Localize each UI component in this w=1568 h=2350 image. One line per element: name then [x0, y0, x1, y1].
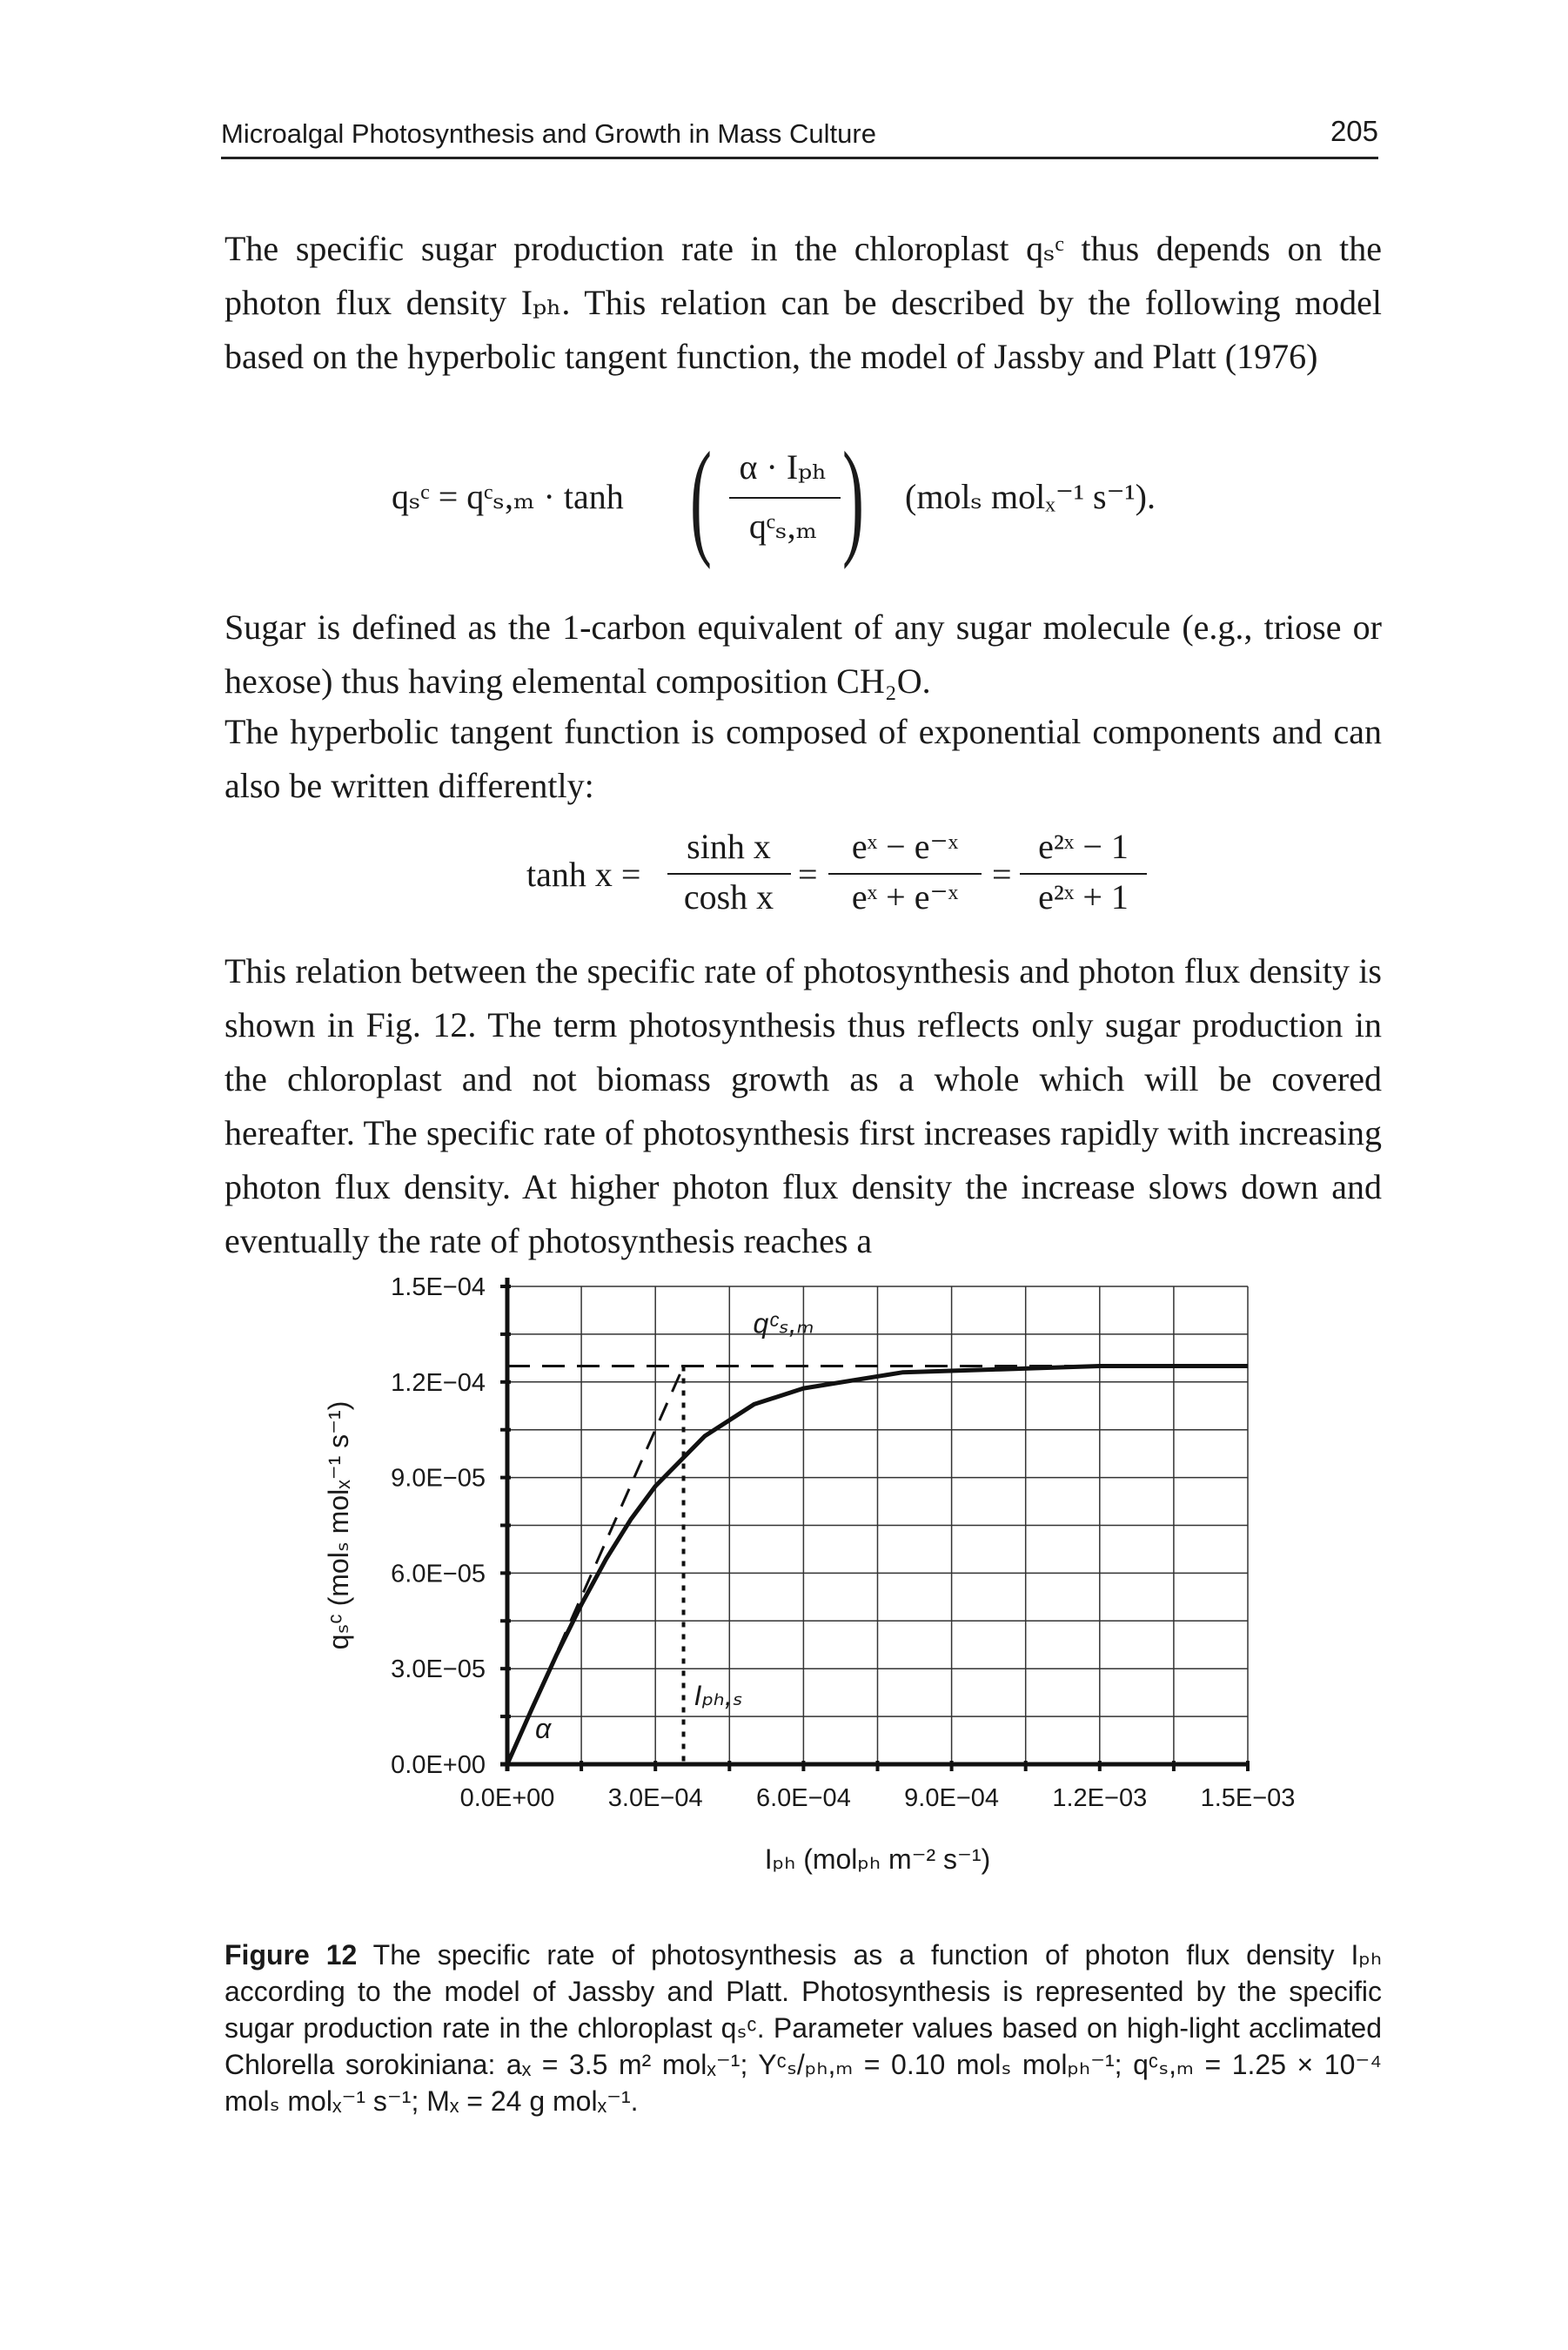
figure-12-chart: 0.0E+00 3.0E−04 6.0E−04 9.0E−04 1.2E−03 1.5E−… [323, 1273, 1295, 1875]
running-header: Microalgal Photosynthesis and Growth in … [221, 111, 1378, 159]
alpha-annotation: α [535, 1713, 552, 1744]
x-axis-title: Iₚₕ (molₚₕ m⁻² s⁻¹) [765, 1843, 990, 1875]
chart-grid [500, 1278, 1250, 1771]
y-tick-label: 6.0E−05 [391, 1560, 486, 1588]
paragraph-3: The hyperbolic tangent function is compo… [224, 712, 1382, 805]
x-tick-label: 6.0E−04 [756, 1784, 851, 1812]
figure-label: Figure 12 [224, 1939, 358, 1971]
fraction-1-numerator: sinh x [687, 827, 771, 866]
x-tick-label: 3.0E−04 [608, 1784, 703, 1812]
fraction-1-bar [667, 873, 791, 875]
y-tick-label: 1.5E−04 [391, 1273, 486, 1301]
equation-lhs: qₛᶜ = qᶜₛ,ₘ · tanh [392, 477, 624, 516]
x-tick-label: 0.0E+00 [460, 1784, 555, 1812]
x-tick-label: 9.0E−04 [904, 1784, 999, 1812]
paragraph-2: Sugar is defined as the 1-carbon equival… [224, 608, 1382, 701]
right-paren: ) [842, 426, 864, 570]
x-tick-label: 1.2E−03 [1052, 1784, 1147, 1812]
equation-tanh: tanh x = sinh x cosh x = eˣ − e⁻ˣ eˣ + e… [526, 822, 1153, 927]
paragraph-1: The specific sugar production rate in th… [224, 229, 1382, 376]
y-axis-title: qₛᶜ (molₛ molₓ⁻¹ s⁻¹) [323, 1401, 354, 1650]
paragraph-4: This relation between the specific rate … [224, 951, 1382, 1260]
fraction-numerator: α · Iₚₕ [739, 447, 828, 487]
fraction-3-numerator: e²ˣ − 1 [1038, 827, 1129, 866]
fraction-3-bar [1020, 873, 1147, 875]
page-number: 205 [1330, 115, 1378, 147]
fraction-2-numerator: eˣ − e⁻ˣ [851, 827, 959, 866]
running-title: Microalgal Photosynthesis and Growth in … [221, 118, 876, 149]
equation-units: (molₛ molₓ⁻¹ s⁻¹). [905, 477, 1156, 516]
fraction-3-denominator: e²ˣ + 1 [1038, 877, 1129, 916]
series-line-jassby-platt [505, 1364, 1248, 1766]
fraction-2-denominator: eˣ + e⁻ˣ [851, 877, 959, 916]
iphs-annotation: Iₚₕ,ₛ [694, 1680, 743, 1711]
figure-caption-text: The specific rate of photosynthesis as a… [224, 1939, 1383, 2117]
fraction-2-bar [828, 873, 982, 875]
equals-sign-1: = [798, 855, 818, 894]
chart-marks [505, 1364, 1248, 1766]
equals-sign-2: = [992, 855, 1012, 894]
equation-lhs: tanh x = [526, 855, 641, 894]
fraction-bar [729, 497, 841, 499]
qsm-annotation: qᶜₛ,ₘ [754, 1308, 814, 1340]
fraction-denominator: qᶜₛ,ₘ [748, 507, 818, 546]
fraction-1-denominator: cosh x [683, 877, 774, 916]
y-tick-label: 9.0E−05 [391, 1465, 486, 1493]
y-tick-label: 0.0E+00 [391, 1751, 486, 1779]
x-tick-label: 1.5E−03 [1201, 1784, 1296, 1812]
figure-caption: Figure 12 The specific rate of photosynt… [224, 1937, 1382, 2119]
chart-labels: 0.0E+00 3.0E−04 6.0E−04 9.0E−04 1.2E−03 1.5E−… [323, 1273, 1295, 1875]
left-paren: ( [690, 426, 712, 570]
y-tick-label: 1.2E−04 [391, 1369, 486, 1397]
y-tick-label: 3.0E−05 [391, 1655, 486, 1683]
equation-jassby-platt: qₛᶜ = qᶜₛ,ₘ · tanh ( α · Iₚₕ qᶜₛ,ₘ ) (mo… [392, 433, 1175, 570]
